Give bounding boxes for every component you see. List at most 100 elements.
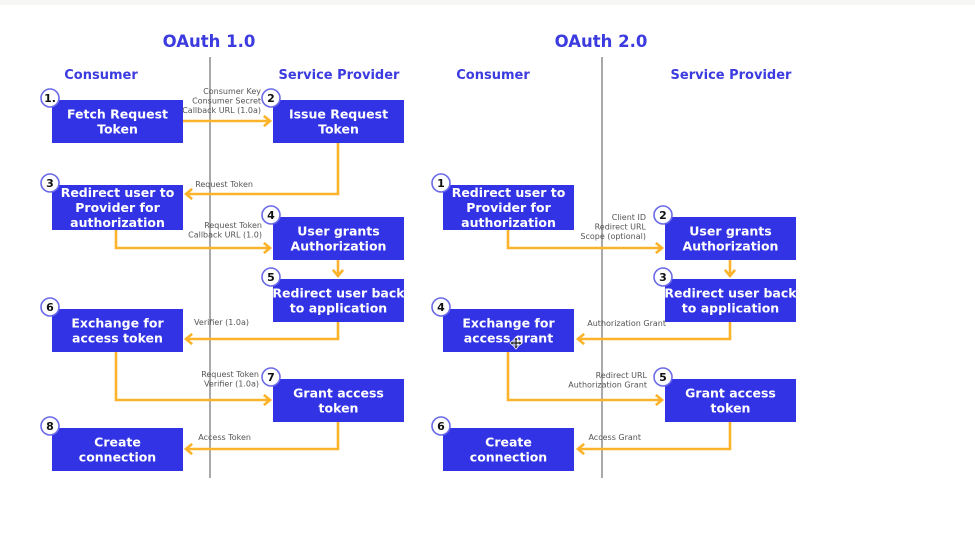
step-box xyxy=(52,309,183,352)
step-box xyxy=(52,428,183,471)
oauth1-arrow-1-to-2 xyxy=(183,114,273,128)
step-label: Create xyxy=(94,435,141,450)
step-box xyxy=(665,217,796,260)
step-number: 5 xyxy=(267,271,275,284)
oauth2-title: OAuth 2.0 xyxy=(555,32,648,51)
oauth1-arrow-6-to-7 xyxy=(114,352,273,407)
arrow-head-icon xyxy=(183,187,193,201)
oauth2-consumer-header: Consumer xyxy=(456,68,530,83)
step-number-badge xyxy=(261,367,281,387)
move-cursor-icon xyxy=(509,336,523,350)
step-box xyxy=(273,379,404,422)
oauth1-provider-header: Service Provider xyxy=(279,68,400,83)
oauth1-arrow-label: Request Token xyxy=(195,180,253,189)
step-box xyxy=(52,185,183,230)
step-number-badge xyxy=(40,416,60,436)
step-label: connection xyxy=(79,450,156,465)
step-label: Fetch Request xyxy=(67,107,168,122)
arrow-head-icon xyxy=(655,393,665,407)
oauth1-title: OAuth 1.0 xyxy=(163,32,256,51)
step-label: User grants xyxy=(297,224,379,239)
step-label: User grants xyxy=(689,224,771,239)
step-number-badge xyxy=(653,367,673,387)
step-label: Provider for xyxy=(466,200,551,215)
step-number-badge xyxy=(261,267,281,287)
step-number-badge xyxy=(431,416,451,436)
step-number: 2 xyxy=(267,92,275,105)
oauth2-arrow-label: Redirect URL xyxy=(596,371,648,380)
arrow-head-icon xyxy=(575,332,585,346)
step-label: Grant access xyxy=(293,386,384,401)
oauth1-arrow-label: Verifier (1.0a) xyxy=(194,318,249,327)
oauth2-arrow-3-to-4 xyxy=(575,322,732,346)
step-number-badge xyxy=(431,297,451,317)
step-label: token xyxy=(319,401,359,416)
step-box xyxy=(273,100,404,143)
oauth2-arrow-label: Client ID xyxy=(612,213,646,222)
step-label: authorization xyxy=(461,215,556,230)
arrow-head-icon xyxy=(723,269,737,279)
step-label: Exchange for xyxy=(71,316,164,331)
step-number: 5 xyxy=(659,371,667,384)
oauth2-arrow-5-to-6 xyxy=(575,422,732,456)
step-number: 3 xyxy=(659,271,667,284)
step-label: Grant access xyxy=(685,386,776,401)
oauth1-arrow-label: Request Token xyxy=(204,221,262,230)
step-label: Authorization xyxy=(291,239,387,254)
arrow-head-icon xyxy=(263,241,273,255)
step-label: Redirect user to xyxy=(61,185,175,200)
step-label: Exchange for xyxy=(462,316,555,331)
arrow-head-icon xyxy=(655,241,665,255)
step-number-badge xyxy=(40,173,60,193)
step-number: 3 xyxy=(46,177,54,190)
oauth2-provider-header: Service Provider xyxy=(671,68,792,83)
step-label: connection xyxy=(470,450,547,465)
step-label: token xyxy=(711,401,751,416)
step-label: Token xyxy=(97,122,138,137)
arrow-head-icon xyxy=(263,393,273,407)
step-label: Authorization xyxy=(683,239,779,254)
step-number: 6 xyxy=(46,301,54,314)
oauth1-arrow-label: Callback URL (1.0a) xyxy=(182,106,261,115)
step-number-badge xyxy=(40,88,60,108)
step-box xyxy=(273,217,404,260)
oauth2-arrow-4-to-5 xyxy=(506,352,665,407)
step-box xyxy=(52,100,183,143)
oauth1-arrow-label: Verifier (1.0a) xyxy=(204,380,259,389)
step-label: access grant xyxy=(464,331,553,346)
step-box xyxy=(443,185,574,230)
step-label: to application xyxy=(682,301,779,316)
oauth1-consumer-header: Consumer xyxy=(64,68,138,83)
oauth1-arrow-label: Consumer Key xyxy=(203,87,261,96)
step-number: 1. xyxy=(44,92,56,105)
oauth1-arrow-3-to-4 xyxy=(114,230,273,255)
oauth1-arrow-label: Consumer Secret xyxy=(192,97,261,106)
step-number: 4 xyxy=(267,209,275,222)
oauth2-arrow-label: Scope (optional) xyxy=(580,232,646,241)
oauth2-arrow-label: Authorization Grant xyxy=(587,319,666,328)
arrow-head-icon xyxy=(183,442,193,456)
step-label: Redirect user to xyxy=(452,185,566,200)
step-label: Token xyxy=(318,122,359,137)
step-label: Provider for xyxy=(75,200,160,215)
oauth1-arrow-label: Callback URL (1.0) xyxy=(188,231,262,240)
oauth2-arrow-label: Redirect URL xyxy=(595,223,647,232)
step-number: 2 xyxy=(659,209,667,222)
step-number-badge xyxy=(431,173,451,193)
step-number: 7 xyxy=(267,371,275,384)
oauth2-arrow-1-to-2 xyxy=(506,230,665,255)
oauth2-arrow-2-to-3 xyxy=(723,260,737,279)
step-number-badge xyxy=(653,205,673,225)
step-label: Redirect user back xyxy=(664,286,797,301)
oauth2-arrow-label: Authorization Grant xyxy=(568,381,647,390)
step-number-badge xyxy=(40,297,60,317)
